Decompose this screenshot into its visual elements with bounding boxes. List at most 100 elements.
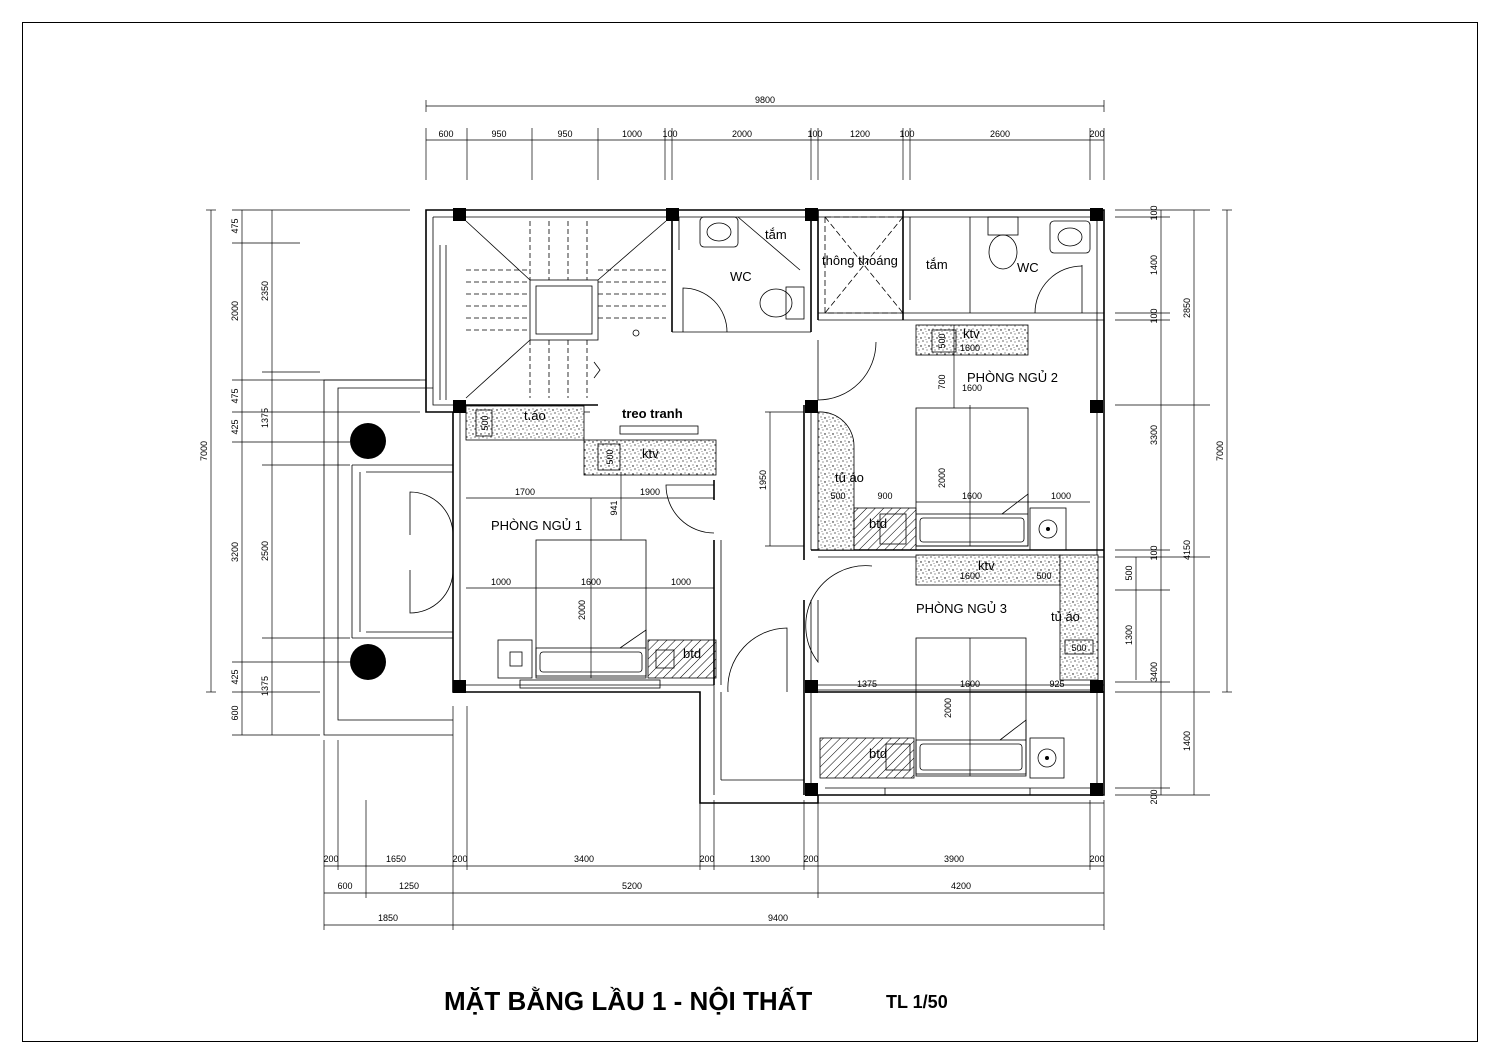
dim-bottom3-1: 9400 <box>768 913 788 923</box>
dim-top-2: 950 <box>557 129 572 139</box>
dim-right1-1: 1400 <box>1149 255 1159 275</box>
dim-text-right: 100 1400 100 3300 100 500 1300 3400 1400… <box>1124 205 1225 804</box>
drawing-title: MẶT BẰNG LẦU 1 - NỘI THẤT <box>444 986 813 1016</box>
dim-pn1-bed-a: 1000 <box>491 577 511 587</box>
inner-dim-lines <box>466 325 1137 776</box>
dim-top-5: 2000 <box>732 129 752 139</box>
dim-left1-5: 425 <box>230 669 240 684</box>
label-btd-2: btd <box>869 516 887 531</box>
label-treo-tranh: treo tranh <box>622 406 683 421</box>
staircase <box>465 220 667 399</box>
columns <box>350 208 1103 796</box>
dim-text-inner: 1700 1900 941 1000 1600 1000 2000 500 50… <box>480 333 1087 718</box>
dim-top-total: 9800 <box>755 95 775 105</box>
label-ktv-2: ktv <box>963 326 980 341</box>
dim-pn2-tu-500: 500 <box>830 491 845 501</box>
dim-top-4: 100 <box>662 129 677 139</box>
dim-pn3-925: 925 <box>1049 679 1064 689</box>
dim-pn2-1000: 1000 <box>1051 491 1071 501</box>
dim-pn2-1950: 1950 <box>758 470 768 490</box>
dim-left1-4: 3200 <box>230 542 240 562</box>
dim-bottom1-8: 200 <box>1089 854 1104 864</box>
label-tu-ao-3: tủ áo <box>1051 609 1080 624</box>
dim-pn1-941: 941 <box>609 500 619 515</box>
dim-pn2-1600a: 1600 <box>962 383 982 393</box>
dim-pn3-500b: 500 <box>1071 643 1086 653</box>
dim-bottom2-1: 1250 <box>399 881 419 891</box>
dim-right1-3: 3300 <box>1149 425 1159 445</box>
walls <box>323 209 1105 804</box>
dim-right1-7: 3400 <box>1149 662 1159 682</box>
dim-bottom1-6: 200 <box>803 854 818 864</box>
dim-pn3-500a: 500 <box>1036 571 1051 581</box>
label-phong-ngu-1: PHÒNG NGỦ 1 <box>491 518 582 533</box>
dim-left1-2: 475 <box>230 388 240 403</box>
dim-top-3: 1000 <box>622 129 642 139</box>
dimensions-left <box>206 209 420 736</box>
dim-top-0: 600 <box>438 129 453 139</box>
dim-pn3-1375: 1375 <box>857 679 877 689</box>
dim-left2-1: 1375 <box>260 408 270 428</box>
dim-right1-4: 100 <box>1149 545 1159 560</box>
dim-pn3-1600a: 1600 <box>960 571 980 581</box>
label-phong-ngu-2: PHÒNG NGỦ 2 <box>967 370 1058 385</box>
dim-top-10: 200 <box>1089 129 1104 139</box>
dim-pn2-1600b: 1600 <box>962 491 982 501</box>
dim-left2-2: 2500 <box>260 541 270 561</box>
dim-top-7: 1200 <box>850 129 870 139</box>
dim-right1-5: 500 <box>1124 565 1134 580</box>
dim-text-left: 7000 475 2000 475 425 3200 425 600 2350 … <box>199 218 270 720</box>
dim-bottom1-7: 3900 <box>944 854 964 864</box>
dim-pn3-bed-l: 2000 <box>943 698 953 718</box>
furniture <box>465 324 1099 779</box>
dim-pn1-bed-w: 1600 <box>581 577 601 587</box>
dim-pn3-1600b: 1600 <box>960 679 980 689</box>
dim-pn1-top-a: 1700 <box>515 487 535 497</box>
label-thong-thoang: thông thoáng <box>822 253 898 268</box>
dim-bottom1-0: 200 <box>323 854 338 864</box>
bathroom-fixtures <box>699 216 1091 320</box>
dim-left1-6: 600 <box>230 705 240 720</box>
doors <box>409 265 1083 693</box>
dim-bottom2-0: 600 <box>337 881 352 891</box>
dim-pn1-bed-b: 1000 <box>671 577 691 587</box>
dimensions-bottom <box>323 706 1105 930</box>
dim-ktv1-500: 500 <box>605 449 615 464</box>
dim-right2-1: 4150 <box>1182 540 1192 560</box>
label-tu-ao-2: tủ áo <box>835 470 864 485</box>
dim-pn2-bed-l: 2000 <box>937 468 947 488</box>
dimensions-top <box>425 100 1105 180</box>
dim-bottom1-5: 1300 <box>750 854 770 864</box>
label-ktv-3: ktv <box>978 558 995 573</box>
dim-top-8: 100 <box>899 129 914 139</box>
dim-pn1-top-b: 1900 <box>640 487 660 497</box>
dim-left2-3: 1375 <box>260 676 270 696</box>
dimensions-right <box>1115 209 1232 796</box>
dim-ktv2-1600: 1600 <box>960 343 980 353</box>
label-tam-2: tắm <box>926 257 948 272</box>
dim-right1-2: 100 <box>1149 308 1159 323</box>
dim-text-bottom: 200 1650 200 3400 200 1300 200 3900 200 … <box>323 854 1104 923</box>
label-t-ao: t.áo <box>524 408 546 423</box>
dim-left1-1: 2000 <box>230 301 240 321</box>
dim-right1-6: 1300 <box>1124 625 1134 645</box>
dim-bottom1-1: 1650 <box>386 854 406 864</box>
drawing-frame <box>22 22 1478 1042</box>
dim-left1-3: 425 <box>230 419 240 434</box>
dim-pn2-900: 900 <box>877 491 892 501</box>
label-phong-ngu-3: PHÒNG NGỦ 3 <box>916 601 1007 616</box>
dim-bottom1-4: 200 <box>699 854 714 864</box>
dim-right-total: 7000 <box>1215 441 1225 461</box>
dim-text-top: 9800 600 950 950 1000 100 2000 100 1200 … <box>438 95 1104 139</box>
dim-left-total: 7000 <box>199 441 209 461</box>
dim-bottom2-3: 4200 <box>951 881 971 891</box>
dim-bottom1-2: 200 <box>452 854 467 864</box>
dim-left2-0: 2350 <box>260 281 270 301</box>
dim-left1-0: 475 <box>230 218 240 233</box>
room-labels: tắm WC thông thoáng tắm WC treo tranh PH… <box>491 227 1080 761</box>
dim-bottom2-2: 5200 <box>622 881 642 891</box>
label-btd-3: btd <box>869 746 887 761</box>
drawing-scale: TL 1/50 <box>886 992 948 1012</box>
dim-pn1-bed-l: 2000 <box>577 600 587 620</box>
